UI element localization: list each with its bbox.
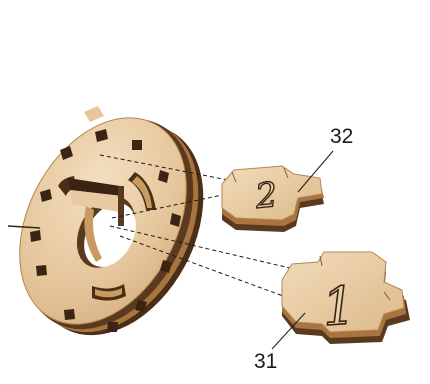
part-31-piece: 1 bbox=[272, 252, 410, 349]
wooden-disc bbox=[0, 89, 238, 364]
callout-label-31: 31 bbox=[254, 351, 277, 372]
callout-label-32: 32 bbox=[330, 126, 353, 147]
part-32-piece: 2 bbox=[222, 151, 333, 232]
part-32-engraving: 2 bbox=[253, 175, 280, 217]
part-31-engraving: 1 bbox=[320, 276, 357, 338]
